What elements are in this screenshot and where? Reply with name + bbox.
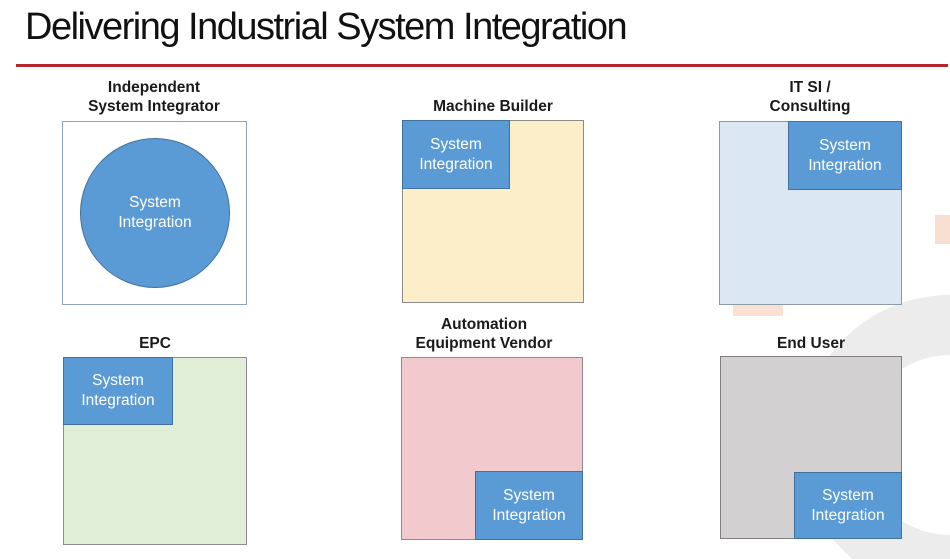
panel-box-it-si-consulting: System Integration: [719, 121, 902, 305]
panel-title-epc: EPC: [139, 335, 171, 352]
panel-title-automation-equipment-vendor: Automation Equipment Vendor: [415, 316, 553, 352]
panel-box-epc: System Integration: [63, 357, 247, 545]
watermark-accent-small-shape: [733, 303, 783, 316]
integration-circle: System Integration: [80, 138, 230, 288]
integration-label: System Integration: [118, 194, 192, 231]
integration-label: System Integration: [419, 135, 493, 173]
slide-title: Delivering Industrial System Integration: [25, 6, 628, 48]
integration-rect-top-left: System Integration: [63, 357, 173, 425]
panel-title-machine-builder: Machine Builder: [433, 98, 553, 115]
panel-title-independent-system-integrator: Independent System Integrator: [88, 79, 220, 115]
integration-rect-top-left: System Integration: [402, 120, 510, 189]
panel-title-it-si-consulting: IT SI / Consulting: [769, 79, 851, 115]
integration-rect-bottom-right: System Integration: [475, 471, 583, 540]
integration-rect-bottom-right: System Integration: [794, 472, 902, 539]
integration-label: System Integration: [492, 486, 566, 524]
title-divider-rule: [16, 64, 948, 67]
panel-title-end-user: End User: [776, 335, 846, 352]
panel-box-independent-system-integrator: System Integration: [62, 121, 247, 305]
panel-box-automation-equipment-vendor: System Integration: [401, 357, 583, 540]
integration-label: System Integration: [81, 372, 155, 409]
integration-rect-top-right: System Integration: [788, 121, 902, 190]
panel-box-end-user: System Integration: [720, 356, 902, 539]
integration-label: System Integration: [808, 136, 882, 174]
watermark-accent-shape: [935, 215, 950, 244]
panel-box-machine-builder: System Integration: [402, 120, 584, 303]
integration-label: System Integration: [811, 486, 885, 524]
